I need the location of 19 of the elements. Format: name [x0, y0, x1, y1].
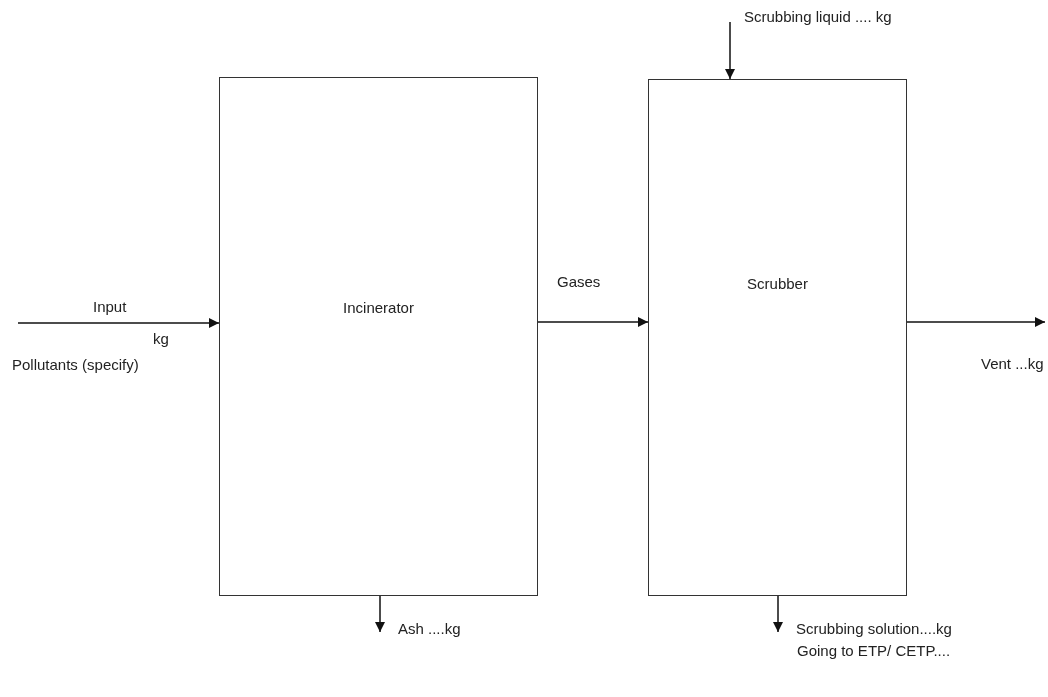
edge-label: Input	[93, 298, 127, 316]
edge-label: Vent ...kg	[981, 355, 1044, 373]
arrow	[773, 595, 783, 633]
note-text: Pollutants (specify)	[12, 356, 139, 374]
process-name: Scrubber	[746, 275, 809, 292]
edge-label: Scrubbing liquid .... kg	[744, 8, 892, 26]
arrow	[725, 21, 735, 80]
edge-label: Ash ....kg	[398, 620, 461, 638]
edge-label: Gases	[557, 273, 601, 291]
arrow	[375, 595, 385, 633]
arrow	[906, 317, 1046, 327]
note-text: kg	[153, 330, 169, 348]
arrow	[17, 318, 220, 328]
note-text: Going to ETP/ CETP....	[797, 642, 951, 660]
process-box	[219, 77, 538, 596]
process-box	[648, 79, 907, 596]
process-name: Incinerator	[342, 299, 415, 316]
edge-label: Scrubbing solution....kg	[796, 620, 952, 638]
arrow	[537, 317, 649, 327]
